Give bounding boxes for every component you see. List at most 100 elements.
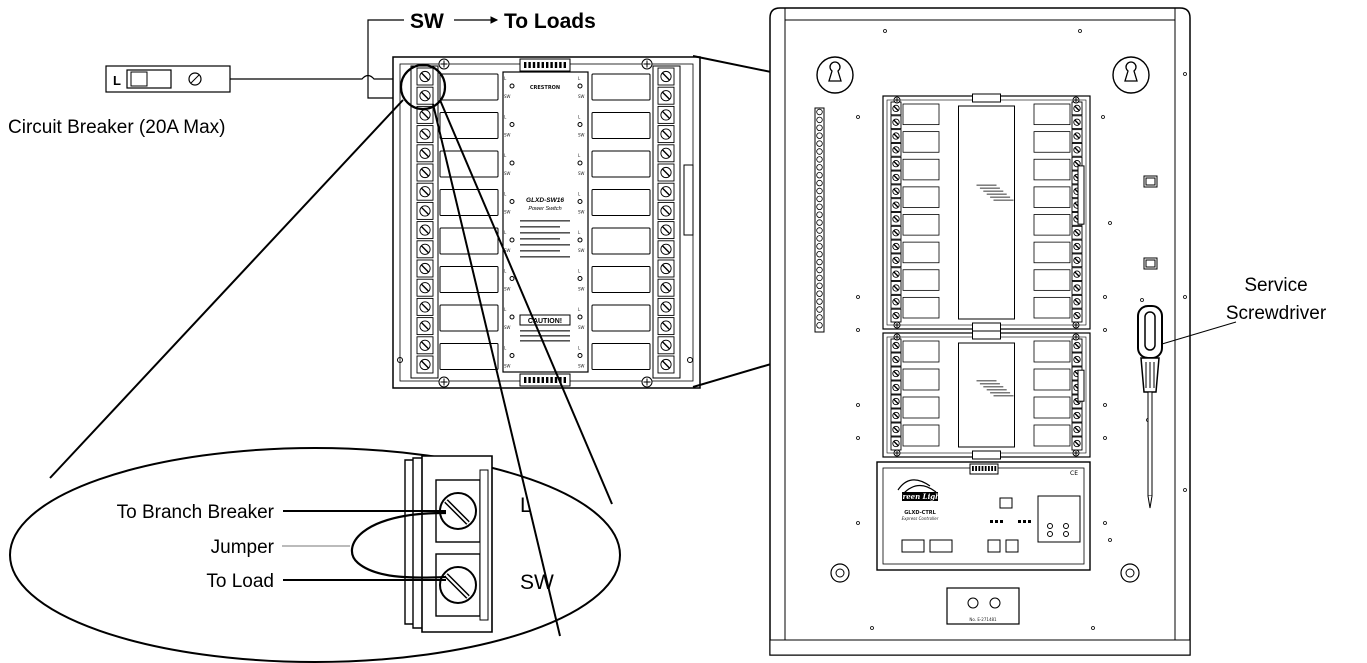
- svg-text:L: L: [578, 307, 581, 312]
- relay: [902, 241, 940, 264]
- center-label-plate: [502, 71, 589, 373]
- relay: [439, 266, 499, 293]
- svg-text:SW: SW: [504, 364, 511, 369]
- sw-label: SW: [410, 10, 444, 33]
- caution-box: [519, 314, 571, 326]
- relay: [902, 269, 940, 291]
- module-model: GLXD-SW16: [526, 197, 564, 204]
- svg-text:SW: SW: [504, 248, 511, 253]
- svg-text:L: L: [504, 230, 507, 235]
- svg-text:L: L: [504, 346, 507, 351]
- relay: [902, 186, 940, 208]
- module-subtitle: Power Switch: [528, 206, 561, 212]
- installed-module-2: [882, 330, 1091, 460]
- to-load-label: To Load: [206, 571, 274, 592]
- relay: [902, 368, 940, 391]
- relay: [439, 73, 499, 101]
- svg-text:L: L: [578, 346, 581, 351]
- relay: [439, 227, 499, 255]
- zoomed-terminal-block: [404, 455, 493, 633]
- circuit-breaker: [105, 65, 231, 93]
- svg-text:L: L: [504, 269, 507, 274]
- relay: [439, 150, 499, 178]
- relay: [902, 131, 940, 153]
- relay: [591, 150, 651, 178]
- relay: [439, 189, 499, 216]
- svg-text:L: L: [504, 153, 507, 158]
- circuit-breaker-label: Circuit Breaker (20A Max): [8, 117, 226, 138]
- svg-text:L: L: [578, 230, 581, 235]
- svg-text:SW: SW: [504, 171, 511, 176]
- zoom-wires: [282, 510, 447, 581]
- right-terminal-strip: [652, 65, 681, 379]
- relay: [1033, 368, 1071, 391]
- ul-label-plate: [946, 587, 1020, 625]
- to-loads-label: To Loads: [504, 10, 596, 33]
- svg-text:SW: SW: [578, 133, 585, 138]
- relay: [439, 112, 499, 139]
- relay: [1033, 158, 1071, 181]
- relay: [1033, 131, 1071, 153]
- breaker-screw-icon: [188, 72, 202, 86]
- svg-text:L: L: [504, 76, 507, 81]
- load-wiring: [230, 16, 499, 99]
- relay: [902, 396, 940, 419]
- relay: [439, 343, 499, 370]
- enclosure-panel: CE Green Light GLXD-CTRL Express Control…: [769, 7, 1191, 656]
- svg-text:L: L: [578, 76, 581, 81]
- relay: [591, 266, 651, 293]
- service-label: Service: [1244, 275, 1307, 296]
- relay: [1033, 241, 1071, 264]
- svg-text:SW: SW: [504, 133, 511, 138]
- relay: [1033, 424, 1071, 447]
- relay: [1033, 296, 1071, 319]
- relay: [902, 103, 940, 126]
- svg-text:L: L: [504, 115, 507, 120]
- terminal-highlight: [399, 63, 447, 111]
- power-switch-module: CRESTRON GLXD-SW16 Power Switch CAUTION!…: [392, 56, 701, 389]
- screwdriver-icon: [1137, 305, 1163, 509]
- svg-text:SW: SW: [578, 210, 585, 215]
- svg-text:SW: SW: [578, 94, 585, 99]
- screwdriver-label: Screwdriver: [1226, 303, 1327, 324]
- to-branch-breaker-label: To Branch Breaker: [117, 502, 275, 523]
- relay-row: [439, 73, 651, 370]
- zoom-l-label: L: [520, 494, 532, 517]
- relay: [902, 424, 940, 447]
- relay: [902, 340, 940, 363]
- keyhole-mounts: [816, 56, 1150, 94]
- svg-text:L: L: [578, 269, 581, 274]
- relay: [1033, 186, 1071, 208]
- svg-text:CE: CE: [1070, 470, 1078, 477]
- relay: [1033, 269, 1071, 291]
- ul-number: No. E-271481: [969, 617, 997, 622]
- svg-text:SW: SW: [504, 325, 511, 330]
- relay: [1033, 103, 1071, 126]
- relay: [902, 214, 940, 236]
- controller-brand: Green Light: [897, 492, 945, 501]
- svg-text:SW: SW: [578, 171, 585, 176]
- relay: [591, 73, 651, 101]
- side-connector: [683, 164, 694, 236]
- controller-model: GLXD-CTRL: [904, 510, 936, 516]
- caution-label: CAUTION!: [528, 318, 562, 325]
- relay: [591, 112, 651, 139]
- ground-bar: [814, 107, 825, 333]
- svg-text:L: L: [504, 192, 507, 197]
- zoom-sw-label: SW: [520, 571, 554, 594]
- relay: [591, 189, 651, 216]
- svg-text:L: L: [578, 192, 581, 197]
- svg-text:L: L: [504, 307, 507, 312]
- svg-text:SW: SW: [504, 94, 511, 99]
- mounting-screws: [397, 58, 693, 388]
- zoom-callout: [9, 99, 621, 663]
- relay: [439, 304, 499, 332]
- installed-module-1: [882, 93, 1091, 332]
- svg-text:SW: SW: [578, 248, 585, 253]
- svg-text:SW: SW: [504, 287, 511, 292]
- relay: [591, 343, 651, 370]
- module-brand: CRESTRON: [530, 85, 560, 91]
- svg-text:SW: SW: [578, 325, 585, 330]
